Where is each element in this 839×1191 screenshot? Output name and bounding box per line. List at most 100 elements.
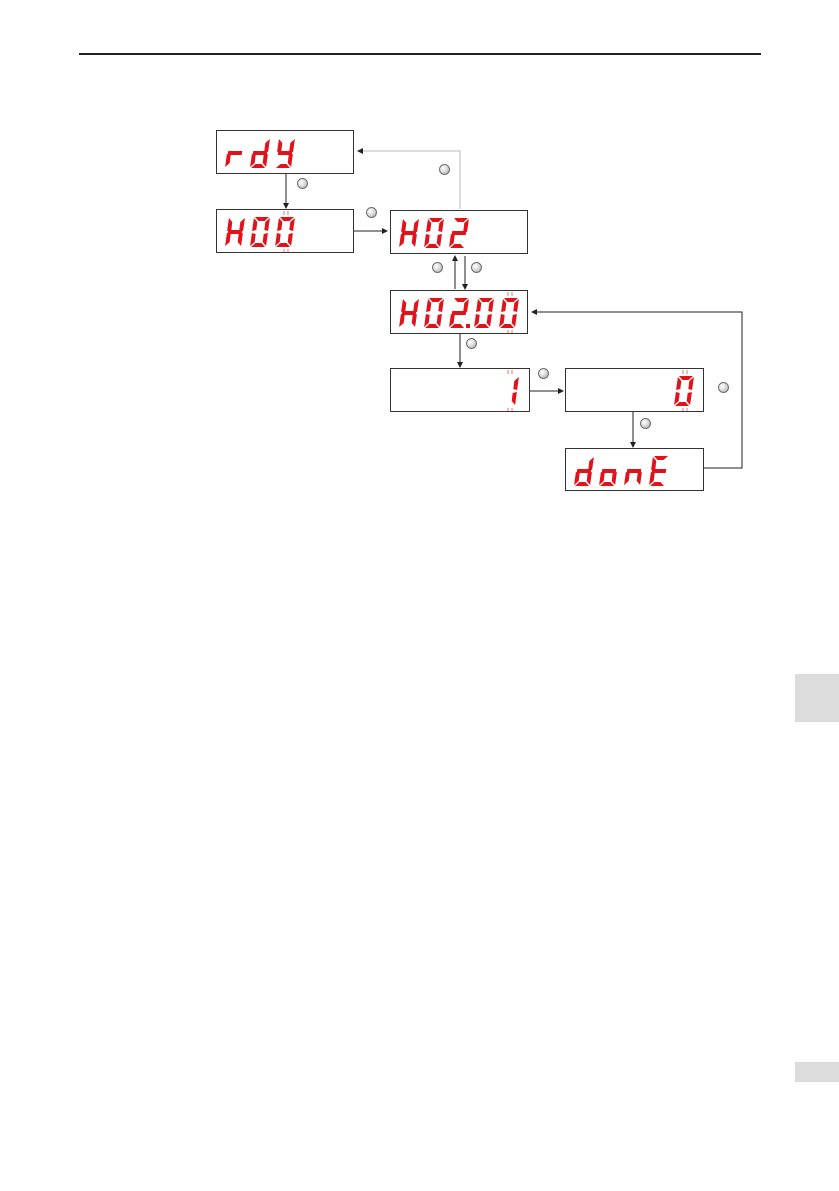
segment-e (399, 314, 405, 327)
segment-f (676, 377, 681, 390)
display-h00 (216, 209, 354, 253)
segment-f (277, 139, 282, 152)
digit-2 (275, 211, 295, 252)
segment-a (679, 376, 693, 380)
display-value-1 (390, 368, 530, 412)
set-button-2[interactable] (538, 368, 549, 379)
segment-a (429, 218, 443, 222)
segment-f (501, 299, 506, 312)
segment-d (251, 164, 265, 168)
segment-g (402, 231, 417, 235)
digit-1 (250, 217, 270, 247)
segment-a (280, 217, 294, 221)
segment-c (587, 472, 592, 485)
segment-b (239, 218, 245, 231)
segment-g (452, 231, 467, 235)
segment-c (437, 314, 442, 327)
segment-g (627, 469, 642, 473)
down-button[interactable] (466, 338, 477, 349)
segment-f (476, 299, 481, 312)
segment-c (238, 233, 243, 246)
segment-b (413, 219, 419, 232)
segment-f (426, 219, 431, 232)
segment-g (278, 151, 293, 155)
segment-d (650, 482, 664, 486)
segment-a (479, 298, 493, 302)
segment-c (437, 234, 442, 247)
shift-button-2[interactable] (640, 418, 651, 429)
segment-g (402, 311, 417, 315)
segment-c (687, 392, 692, 405)
segment-digits (566, 369, 703, 411)
digit-1 (250, 139, 270, 168)
mode-button-2[interactable] (471, 262, 482, 273)
segment-a (255, 217, 269, 221)
shift-button[interactable] (432, 262, 443, 273)
digit-1 (424, 298, 444, 328)
digit-1 (599, 469, 617, 486)
digit-0 (225, 151, 242, 167)
display-h02-00 (390, 290, 528, 334)
digit-4 (499, 292, 519, 333)
set-button-3[interactable] (718, 382, 729, 393)
segment-a (504, 298, 518, 302)
segment-digits (391, 211, 527, 253)
segment-g (652, 469, 667, 473)
segment-c (637, 472, 642, 485)
mode-button[interactable] (439, 164, 450, 175)
digit-4 (508, 370, 519, 411)
segment-d (276, 243, 290, 247)
digit-0 (225, 218, 245, 246)
set-button[interactable] (297, 178, 308, 189)
segment-digits (217, 131, 353, 173)
segment-g (577, 469, 592, 473)
segment-digits (566, 449, 703, 490)
segment-b (513, 377, 519, 390)
segment-g (602, 469, 617, 473)
digit-3 (474, 298, 494, 328)
digit-4 (674, 370, 694, 411)
up-button[interactable] (366, 207, 377, 218)
segment-a (429, 298, 443, 302)
segment-c (612, 472, 617, 485)
digit-2 (449, 298, 470, 328)
segment-f (227, 218, 232, 231)
segment-d (450, 244, 464, 248)
segment-c (288, 233, 293, 246)
display-rdy (216, 130, 354, 174)
display-value-0 (565, 368, 704, 412)
digit-0 (399, 219, 419, 247)
segment-d (575, 482, 589, 486)
segment-c (412, 314, 417, 327)
digit-2 (276, 139, 295, 168)
segment-c (487, 314, 492, 327)
segment-f (426, 299, 431, 312)
segment-d (450, 324, 464, 328)
segment-b (413, 299, 419, 312)
segment-g (452, 311, 467, 315)
digit-1 (424, 218, 444, 248)
segment-d (600, 482, 614, 486)
segment-f (401, 299, 406, 312)
segment-f (651, 457, 656, 470)
segment-f (252, 218, 257, 231)
segment-a (454, 298, 468, 302)
digit-2 (624, 469, 642, 485)
segment-c (288, 154, 293, 167)
segment-e (225, 233, 231, 246)
segment-g (228, 151, 243, 155)
segment-e (399, 234, 405, 247)
segment-b (289, 139, 295, 152)
digit-0 (399, 299, 419, 327)
digit-3 (649, 456, 668, 486)
segment-digits (391, 291, 527, 333)
segment-d (425, 324, 439, 328)
segment-d (475, 324, 489, 328)
segment-f (277, 218, 282, 231)
decimal-point (466, 324, 470, 328)
segment-b (264, 139, 270, 152)
segment-c (512, 392, 517, 405)
segment-c (263, 154, 268, 167)
segment-b (588, 457, 594, 470)
